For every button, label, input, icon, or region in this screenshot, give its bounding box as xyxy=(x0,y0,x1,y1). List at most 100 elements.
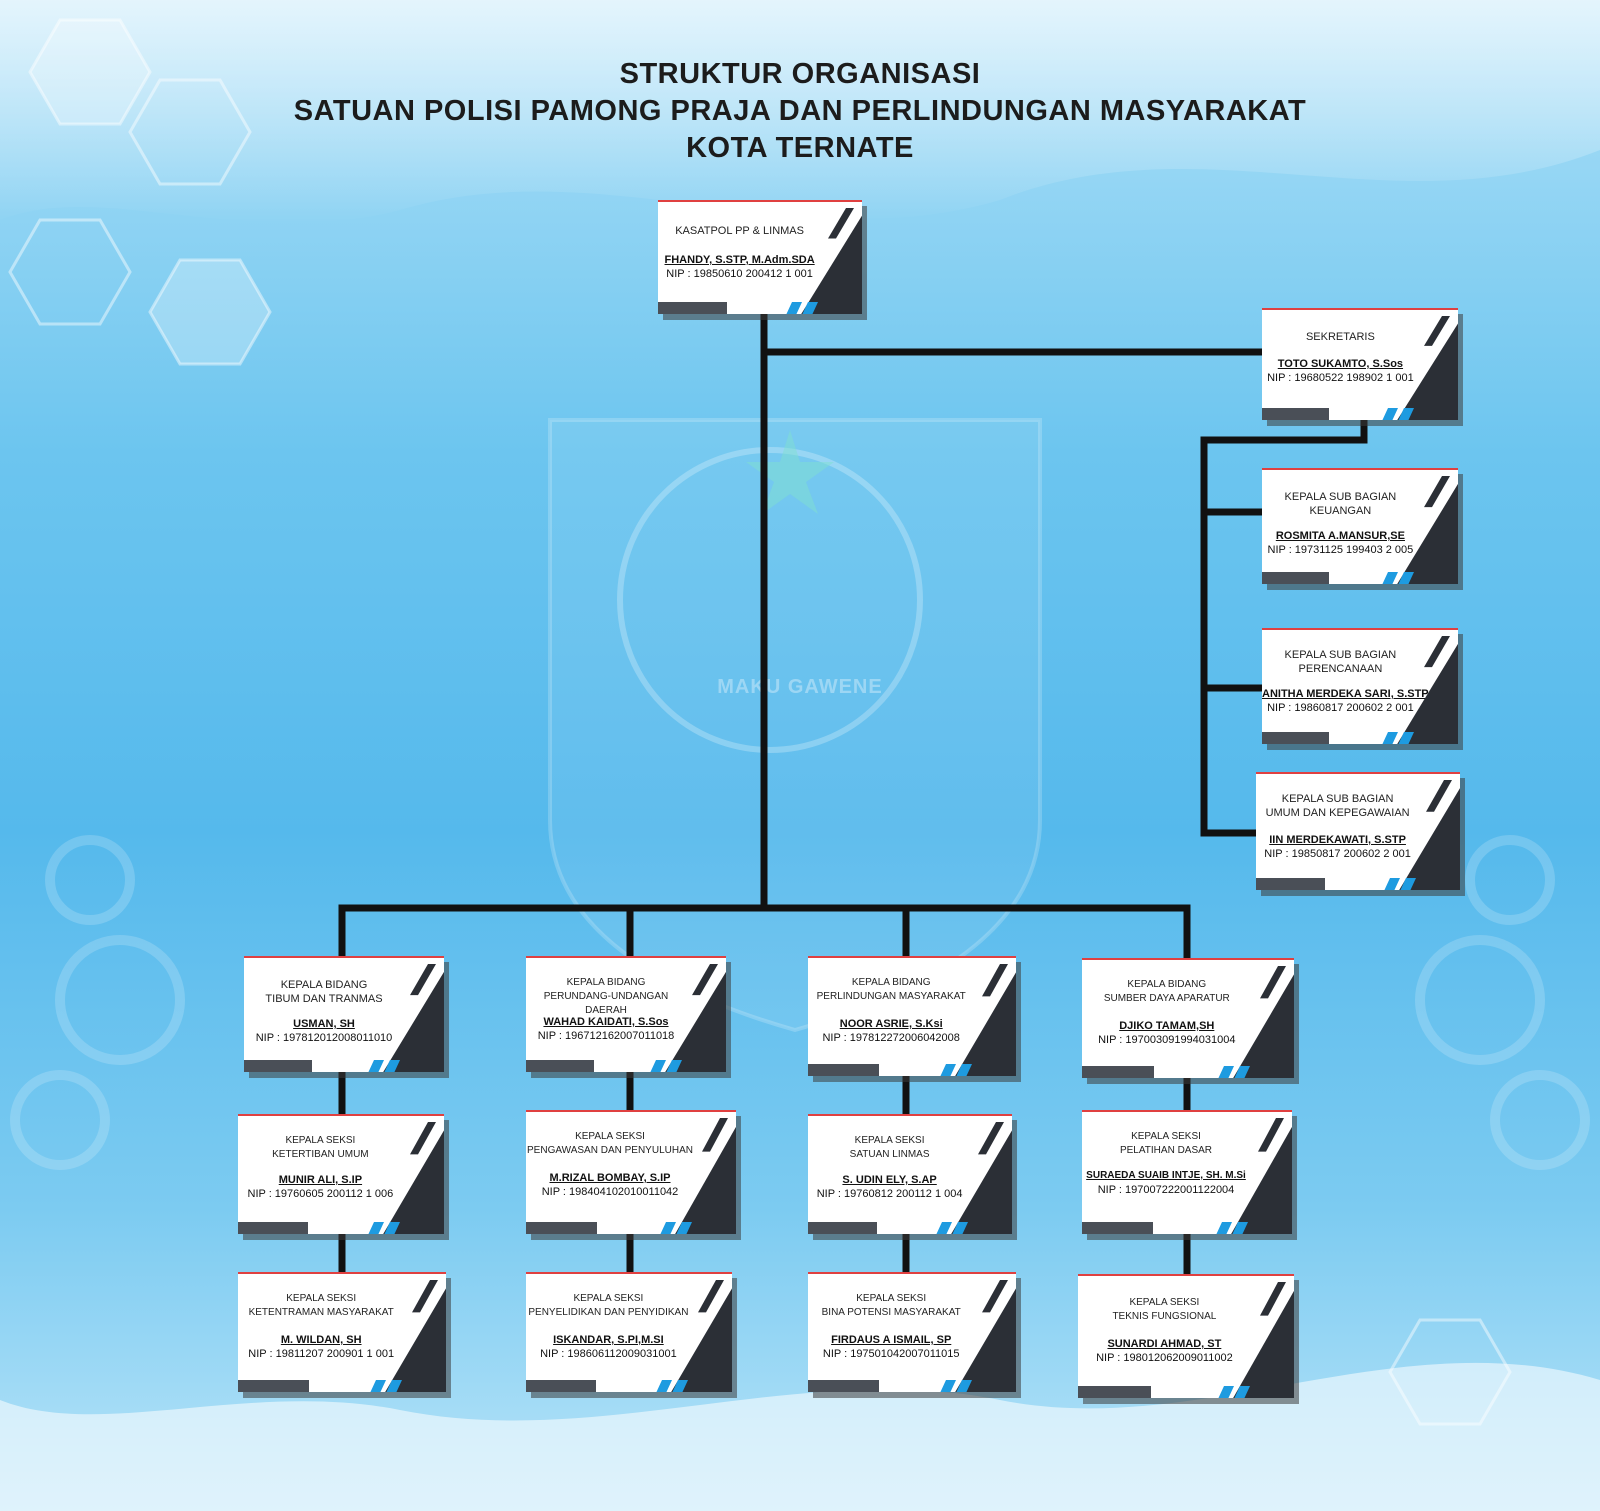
card-accent-chevron xyxy=(956,1380,972,1392)
card-slash-stripe xyxy=(982,1280,1008,1313)
card-corner-shape xyxy=(1233,974,1294,1078)
node-perundang: KEPALA BIDANG PERUNDANG-UNDANGAN DAERAH … xyxy=(526,956,726,1072)
card-accent-chevron xyxy=(1398,408,1414,420)
card-accent-chevron xyxy=(956,1064,972,1076)
node-name: MUNIR ALI, S.IP xyxy=(278,1174,363,1186)
node-role: KEPALA SEKSI KETERTIBAN UMUM xyxy=(272,1135,369,1160)
node-name: M.RIZAL BOMBAY, S.IP xyxy=(549,1172,671,1184)
card-corner-shape xyxy=(1231,1126,1292,1234)
card-corner-shape xyxy=(383,971,444,1072)
card-accent-chevron xyxy=(1216,1222,1232,1234)
node-name: ISKANDAR, S.PI,M.SI xyxy=(553,1334,664,1346)
node-umum: KEPALA SUB BAGIAN UMUM DAN KEPEGAWAIAN I… xyxy=(1256,772,1460,890)
card-decoration xyxy=(370,1280,446,1392)
node-nip: NIP : 19811207 200901 1 001 xyxy=(248,1348,395,1360)
card-accent-chevron xyxy=(1384,878,1400,890)
node-role: KEPALA BIDANG PERUNDANG-UNDANGAN DAERAH xyxy=(543,977,669,1016)
card-accent-chevron xyxy=(1232,1222,1248,1234)
node-name: ANITHA MERDEKA SARI, S.STP xyxy=(1262,688,1429,700)
card-bottom-bar xyxy=(1082,1066,1155,1078)
card-accent-chevron xyxy=(368,1060,384,1072)
node-nip: NIP : 197007222001122004 xyxy=(1097,1184,1235,1196)
card-corner-shape xyxy=(1233,1290,1294,1398)
card-bottom-bar xyxy=(808,1064,879,1076)
node-role: KEPALA BIDANG SUMBER DAYA APARATUR xyxy=(1103,979,1230,1004)
card-accent-chevron xyxy=(384,1060,400,1072)
card-accent-chevron xyxy=(940,1380,956,1392)
card-accent-chevron xyxy=(940,1064,956,1076)
card-slash-stripe xyxy=(412,1280,438,1313)
card-slash-stripe xyxy=(410,1122,436,1155)
card-slash-stripe xyxy=(1424,636,1450,668)
node-nip: NIP : 19760605 200112 1 006 xyxy=(247,1188,394,1200)
node-name: NOOR ASRIE, S.Ksi xyxy=(839,1018,943,1030)
card-slash-stripe xyxy=(702,1118,728,1152)
node-keuangan: KEPALA SUB BAGIAN KEUANGAN ROSMITA A.MAN… xyxy=(1262,468,1458,584)
title-line-3: KOTA TERNATE xyxy=(686,132,914,164)
node-name: TOTO SUKAMTO, S.Sos xyxy=(1277,358,1404,370)
node-name: SURAEDA SUAIB INTJE, SH. M.Si xyxy=(1086,1170,1246,1181)
card-accent-chevron xyxy=(666,1060,682,1072)
node-bina: KEPALA SEKSI BINA POTENSI MASYARAKAT FIR… xyxy=(808,1272,1016,1392)
node-penyelidikan: KEPALA SEKSI PENYELIDIKAN DAN PENYIDIKAN… xyxy=(526,1272,732,1392)
node-role: KEPALA SEKSI PENYELIDIKAN DAN PENYIDIKAN xyxy=(528,1293,689,1318)
card-bottom-bar xyxy=(238,1380,309,1392)
card-decoration xyxy=(1218,966,1294,1078)
card-corner-shape xyxy=(385,1288,446,1392)
node-perencanaan: KEPALA SUB BAGIAN PERENCANAAN ANITHA MER… xyxy=(1262,628,1458,744)
card-accent-chevron xyxy=(936,1222,952,1234)
card-decoration xyxy=(1384,780,1460,890)
node-name: FIRDAUS A ISMAIL, SP xyxy=(831,1334,952,1346)
card-decoration xyxy=(650,964,726,1072)
node-role: KEPALA SEKSI SATUAN LINMAS xyxy=(849,1135,930,1160)
node-nip: NIP : 197812272006042008 xyxy=(822,1032,960,1044)
node-role: KEPALA SUB BAGIAN UMUM DAN KEPEGAWAIAN xyxy=(1265,793,1410,819)
card-accent-chevron xyxy=(1382,408,1398,420)
card-accent-chevron xyxy=(656,1380,672,1392)
card-decoration xyxy=(936,1122,1012,1234)
node-role: KEPALA SEKSI PELATIHAN DASAR xyxy=(1119,1131,1213,1156)
card-decoration xyxy=(656,1280,732,1392)
card-corner-shape xyxy=(665,971,726,1072)
card-accent-chevron xyxy=(386,1380,402,1392)
node-satuan: KEPALA SEKSI SATUAN LINMAS S. UDIN ELY, … xyxy=(808,1114,1012,1234)
node-role: KEPALA SEKSI KETENTRAMAN MASYARAKAT xyxy=(248,1293,394,1318)
node-name: USMAN, SH xyxy=(293,1018,355,1030)
card-corner-shape xyxy=(801,215,862,314)
node-nip: NIP : 198606112009031001 xyxy=(540,1348,677,1360)
card-corner-shape xyxy=(1397,483,1458,584)
card-accent-chevron xyxy=(952,1222,968,1234)
card-slash-stripe xyxy=(1424,316,1450,346)
card-corner-shape xyxy=(955,1288,1016,1392)
node-role: KEPALA SEKSI BINA POTENSI MASYARAKAT xyxy=(821,1293,961,1318)
card-accent-chevron xyxy=(1382,732,1398,744)
node-nip: NIP : 197501042007011015 xyxy=(822,1348,960,1360)
card-decoration xyxy=(1218,1282,1294,1398)
card-slash-stripe xyxy=(828,208,854,239)
card-bottom-bar xyxy=(1082,1222,1154,1234)
node-name: DJIKO TAMAM,SH xyxy=(1119,1020,1215,1032)
card-bottom-bar xyxy=(1078,1386,1152,1398)
card-accent-chevron xyxy=(1234,1386,1250,1398)
node-ketertiban: KEPALA SEKSI KETERTIBAN UMUM MUNIR ALI, … xyxy=(238,1114,444,1234)
node-name: SUNARDI AHMAD, ST xyxy=(1107,1338,1222,1350)
node-nip: NIP : 197812012008011010 xyxy=(255,1032,393,1044)
card-accent-chevron xyxy=(370,1380,386,1392)
card-slash-stripe xyxy=(410,964,436,996)
card-corner-shape xyxy=(1399,788,1460,890)
node-name: M. WILDAN, SH xyxy=(280,1334,362,1346)
card-accent-chevron xyxy=(1398,572,1414,584)
node-ketentraman: KEPALA SEKSI KETENTRAMAN MASYARAKAT M. W… xyxy=(238,1272,446,1392)
card-slash-stripe xyxy=(1260,1282,1286,1316)
card-decoration xyxy=(940,964,1016,1076)
card-slash-stripe xyxy=(1426,780,1452,812)
node-teknis: KEPALA SEKSI TEKNIS FUNGSIONAL SUNARDI A… xyxy=(1078,1274,1294,1398)
node-pelatihan: KEPALA SEKSI PELATIHAN DASAR SURAEDA SUA… xyxy=(1082,1110,1292,1234)
card-corner-shape xyxy=(1397,643,1458,744)
page-title: STRUKTUR ORGANISASI SATUAN POLISI PAMONG… xyxy=(0,56,1600,167)
node-name: WAHAD KAIDATI, S.Sos xyxy=(543,1016,669,1028)
card-slash-stripe xyxy=(978,1122,1004,1155)
card-decoration xyxy=(1382,316,1458,420)
node-nip: NIP : 19850610 200412 1 001 xyxy=(666,268,813,280)
